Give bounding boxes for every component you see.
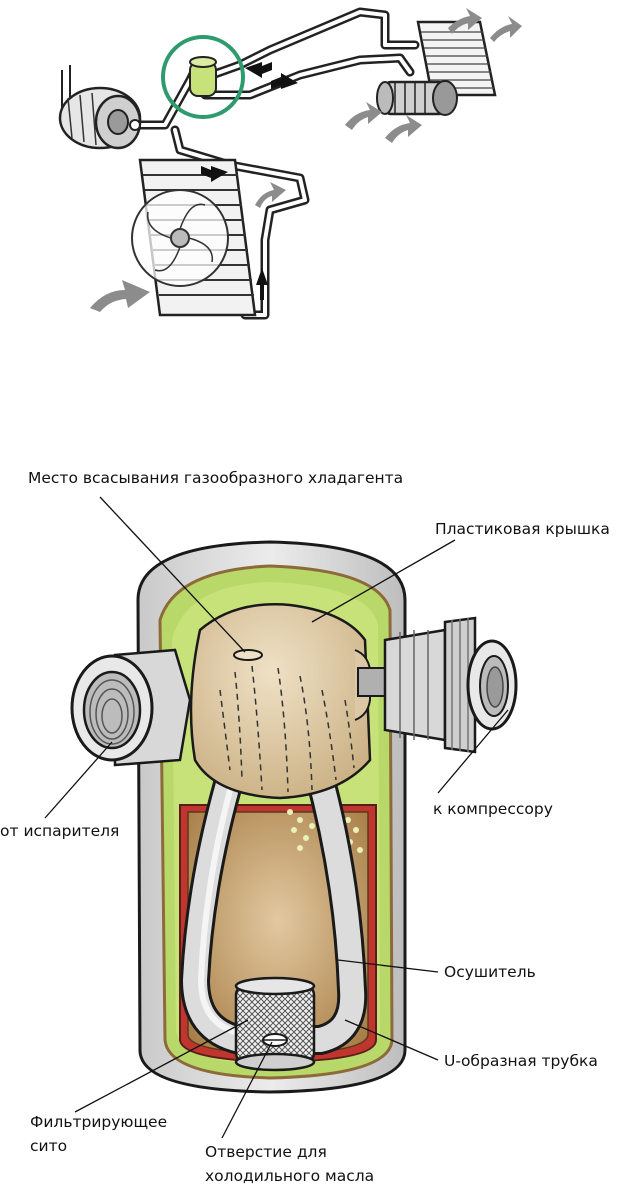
air-arrow-icon: [345, 102, 382, 130]
compressor: [58, 65, 142, 150]
vapor-bubbles: [287, 809, 363, 853]
plastic-cap: [189, 603, 372, 800]
label-desiccant: Осушитель: [444, 963, 536, 981]
flow-arrow-icon: [201, 166, 228, 182]
filter-screen: [234, 976, 316, 1072]
system-overview: [58, 7, 522, 320]
flow-arrow-icon: [245, 62, 272, 78]
air-arrows: [90, 8, 522, 312]
flow-arrow-icon: [256, 268, 268, 300]
flow-arrow-icon: [271, 73, 298, 89]
air-arrow-icon: [448, 8, 482, 34]
label-from-evaporator: от испарителя: [0, 822, 120, 840]
condenser-fan: [131, 189, 229, 287]
suction-inlet: [233, 649, 263, 661]
leader-lines: [44, 496, 509, 1139]
cap-dashes: [219, 665, 355, 793]
inlet-fitting: [70, 648, 192, 767]
label-plastic-cap: Пластиковая крышка: [435, 520, 610, 538]
flow-arrows: [201, 62, 298, 300]
air-arrow-icon: [255, 182, 286, 208]
label-filter-screen: Фильтрирующее сито: [30, 1113, 168, 1155]
air-arrow-icon: [90, 280, 150, 312]
label-to-compressor: к компрессору: [433, 800, 553, 818]
air-arrow-icon: [490, 16, 522, 42]
outlet-fitting: [383, 616, 518, 754]
condenser: [131, 158, 257, 317]
blower-fan: [376, 80, 458, 116]
highlighted-receiver: [161, 35, 245, 119]
label-suction-point: Место всасывания газообразного хладагент…: [28, 469, 404, 487]
air-arrow-icon: [385, 115, 422, 143]
label-u-tube: U-образная трубка: [444, 1052, 598, 1070]
receiver-cutaway: [44, 496, 518, 1139]
label-oil-hole: Отверстие для холодильного масла: [205, 1143, 375, 1185]
